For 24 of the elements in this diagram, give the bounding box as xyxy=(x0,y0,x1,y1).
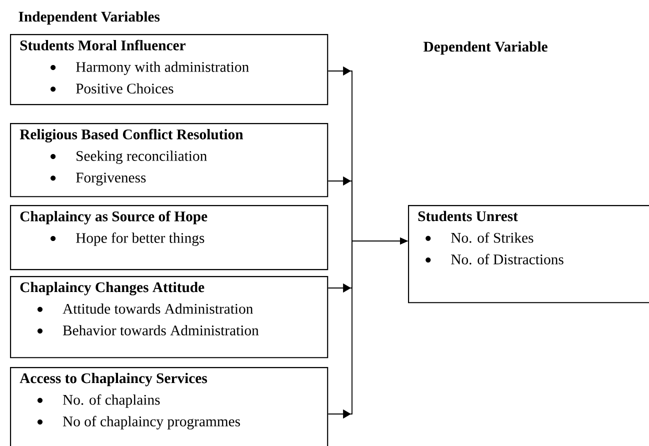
bullet-item: Behavior towards Administration xyxy=(37,325,259,336)
bullet-item: Positive Choices xyxy=(50,83,174,94)
bullet-item: No. of Distractions xyxy=(426,254,564,264)
box-heading: Access to Chaplaincy Services xyxy=(20,372,208,386)
bullet-item: Forgiveness xyxy=(50,172,146,186)
bullet-item: No. of Strikes xyxy=(426,232,534,243)
bullet-item: Harmony with administration xyxy=(50,62,249,75)
box-heading: Students Unrest xyxy=(418,210,518,222)
variable-box xyxy=(10,367,328,446)
bullet-item: No. of chaplains xyxy=(37,394,160,408)
bullet-item: Hope for better things xyxy=(50,232,204,246)
section-heading: Dependent Variable xyxy=(424,41,548,55)
box-heading: Chaplaincy Changes Attitude xyxy=(20,282,204,296)
bullet-item: Attitude towards Administration xyxy=(37,303,253,314)
variable-box xyxy=(10,276,328,358)
variable-box xyxy=(10,34,328,106)
box-heading: Students Moral Influencer xyxy=(20,40,186,50)
variable-box xyxy=(10,205,328,270)
box-heading: Chaplaincy as Source of Hope xyxy=(20,210,208,224)
variable-box xyxy=(408,205,649,304)
bullet-item: Seeking reconciliation xyxy=(50,150,207,164)
box-heading: Religious Based Conflict Resolution xyxy=(20,128,244,142)
bullet-item: No of chaplaincy programmes xyxy=(37,416,240,430)
variable-box xyxy=(10,123,328,198)
